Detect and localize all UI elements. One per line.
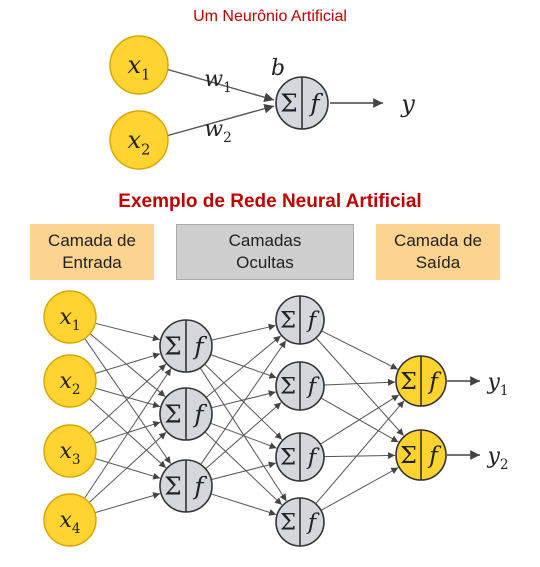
edge-l0-3-to-l1-2 [94, 492, 161, 514]
hidden-l1-node-1-sum-symbol: Σ [164, 331, 181, 360]
input-node-label-2: x2 [59, 369, 80, 398]
edge-l2-3-to-l3-1 [320, 467, 399, 511]
edge-l0-2-to-l1-2 [94, 458, 161, 480]
edge-l0-1-to-l1-0 [94, 352, 161, 374]
hidden-l2-node-4-sum-symbol: Σ [280, 510, 296, 536]
single-neuron-node-sum-symbol: Σ [280, 88, 297, 117]
input-node-3 [43, 424, 97, 478]
input-layer-label: Camada de Entrada [30, 224, 154, 280]
edge-l1-1-to-l2-3 [204, 431, 283, 506]
single-input-label-2: x2 [127, 126, 150, 159]
edge-l0-0-to-l1-2 [84, 338, 172, 465]
single-input-node-1 [109, 35, 169, 95]
edge-l0-0-to-l1-0 [95, 322, 160, 342]
input-node-label-1: x1 [59, 305, 80, 334]
edge-l1-1-to-l2-1 [211, 390, 276, 409]
network-title: Exemplo de Rede Neural Artificial [118, 191, 422, 212]
edge-l0-1-to-l1-1 [94, 387, 161, 409]
output-node-2-sum-symbol: Σ [400, 441, 417, 469]
output-label-1: y1 [486, 370, 508, 399]
weight-label-2: w2 [204, 117, 232, 146]
hidden-l2-node-3-sum-symbol: Σ [280, 445, 296, 471]
edge-l2-0-to-l3-1 [315, 337, 405, 436]
hidden-l1-node-2-sum-symbol: Σ [164, 399, 181, 428]
edge-l1-2-to-l2-0 [200, 340, 287, 465]
edge-l2-2-to-l3-1 [323, 452, 396, 460]
output-node-1-sum-symbol: Σ [400, 367, 417, 395]
input-node-2 [43, 354, 97, 408]
edge-l1-1-to-l2-0 [205, 335, 282, 398]
edge-l0-3-to-l1-1 [88, 431, 167, 503]
input-node-label-3: x3 [59, 439, 80, 468]
edge-l2-3-to-l3-0 [315, 400, 405, 505]
single-input-node-2 [109, 110, 169, 170]
edge-l2-0-to-l3-0 [321, 330, 399, 370]
hidden-layers-label: Camadas Ocultas [176, 224, 354, 280]
edge-l1-0-to-l2-3 [199, 367, 287, 502]
edge-l1-0-to-l2-0 [211, 323, 276, 341]
edge-l2-1-to-l3-0 [323, 378, 396, 386]
single-output-label: y [400, 90, 415, 118]
weight-label-1: w1 [204, 67, 232, 96]
single-edge-2 [165, 103, 275, 137]
edge-l1-2-to-l2-2 [211, 461, 276, 481]
edge-l1-2-to-l2-1 [205, 402, 282, 470]
hidden-l2-node-2-sum-symbol: Σ [280, 374, 296, 400]
input-node-4 [43, 493, 97, 547]
edge-l0-3-to-l1-0 [84, 368, 172, 499]
input-node-1 [43, 290, 97, 344]
single-edge-1 [165, 68, 275, 103]
edge-l0-2-to-l1-0 [88, 363, 167, 434]
input-node-label-4: x4 [59, 508, 80, 537]
output-label-2: y2 [486, 444, 508, 473]
hidden-l2-node-1-sum-symbol: Σ [280, 308, 296, 334]
single-input-label-1: x1 [127, 51, 150, 84]
edge-l0-0-to-l1-1 [89, 333, 166, 398]
single-neuron-title: Um Neurônio Artificial [193, 8, 347, 25]
edge-l0-2-to-l1-1 [94, 420, 161, 444]
hidden-l1-node-3-sum-symbol: Σ [164, 471, 181, 500]
output-layer-label: Camada de Saída [376, 224, 500, 280]
edge-l1-2-to-l2-3 [210, 493, 277, 516]
bias-label: b [271, 56, 285, 81]
edge-l2-2-to-l3-0 [320, 394, 400, 445]
